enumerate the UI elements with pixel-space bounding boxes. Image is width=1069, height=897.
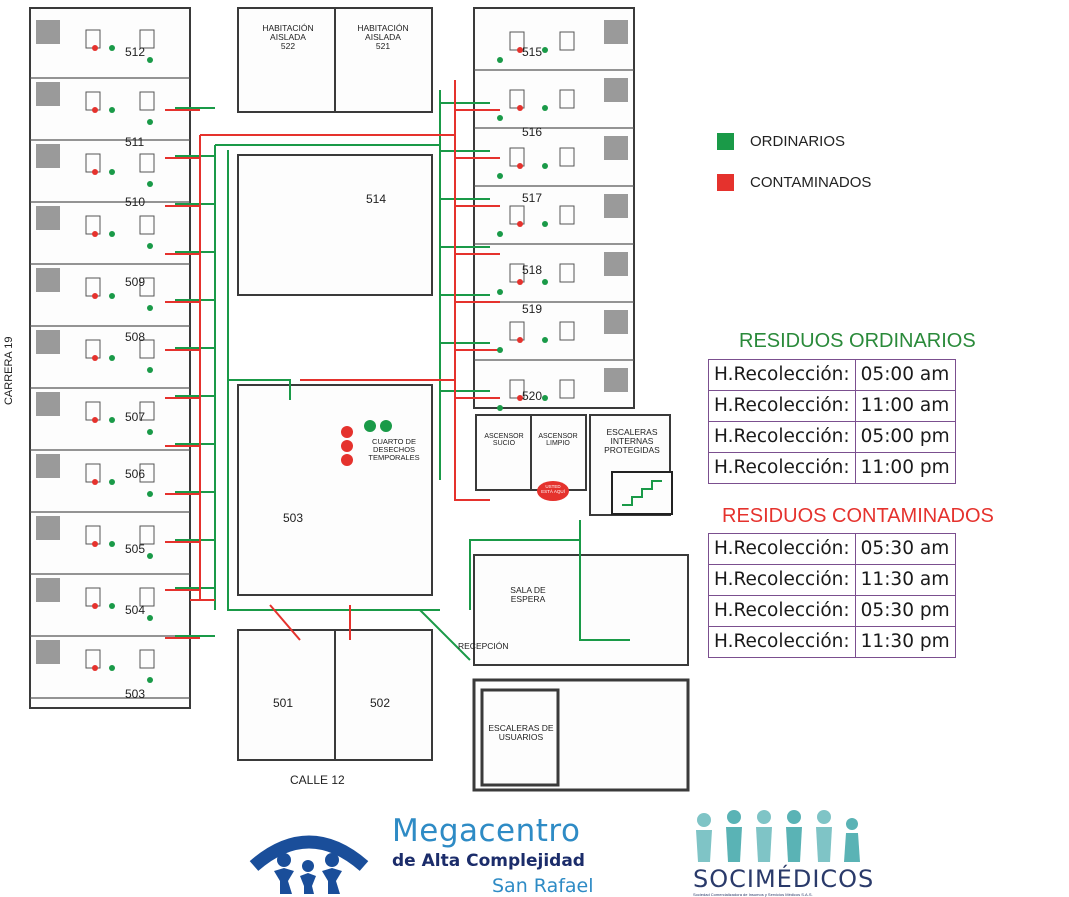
street-carrera-19: CARRERA 19 xyxy=(3,336,16,406)
internal-stairs-label: ESCALERAS INTERNAS PROTEGIDAS xyxy=(604,427,660,455)
schedule-row: H.Recolección:05:00 am xyxy=(708,359,956,391)
floor-plan xyxy=(29,7,690,792)
room-label-515: 515 xyxy=(522,45,543,59)
schedule-row: H.Recolección:11:30 pm xyxy=(708,626,956,658)
red-swatch-icon xyxy=(717,174,734,191)
clean-elevator-label: ASCENSOR LIMPIO xyxy=(538,433,578,448)
ordinarios-schedule-title: RESIDUOS ORDINARIOS xyxy=(739,330,976,352)
schedule-time: 05:00 am xyxy=(854,359,956,391)
schedule-label: H.Recolección: xyxy=(708,626,856,658)
you-are-here-label: USTED ESTÁ AQUÍ xyxy=(541,484,565,494)
room-label-510: 510 xyxy=(125,195,146,209)
schedule-time: 11:00 pm xyxy=(854,452,956,484)
room-label-520: 520 xyxy=(522,389,543,403)
schedule-time: 05:00 pm xyxy=(854,421,956,453)
schedule-row: H.Recolección:05:30 am xyxy=(708,533,956,565)
room-label-508: 508 xyxy=(125,330,146,344)
room-503-center-label: 503 xyxy=(283,511,304,525)
room-label-507: 507 xyxy=(125,410,146,424)
megacentro-logo-line2: de Alta Complejidad xyxy=(392,851,585,871)
schedule-row: H.Recolección:05:30 pm xyxy=(708,595,956,627)
schedule-label: H.Recolección: xyxy=(708,390,856,422)
schedule-row: H.Recolección:05:00 pm xyxy=(708,421,956,453)
room-label-506: 506 xyxy=(125,467,146,481)
contaminados-schedule-title: RESIDUOS CONTAMINADOS xyxy=(722,505,994,527)
schedule-row: H.Recolección:11:00 pm xyxy=(708,452,956,484)
isolation-room-521-number: 521 xyxy=(375,40,391,51)
socimedicos-subtitle: Sociedad Comercializadora de Insumos y S… xyxy=(693,892,813,897)
room-514-label: 514 xyxy=(366,192,387,206)
schedule-time: 11:30 am xyxy=(854,564,956,596)
people-figures-icon xyxy=(696,810,860,862)
schedule-label: H.Recolección: xyxy=(708,595,856,627)
schedule-row: H.Recolección:11:00 am xyxy=(708,390,956,422)
reception-label: RECEPCIÓN xyxy=(458,641,509,651)
schedule-label: H.Recolección: xyxy=(708,564,856,596)
megacentro-logo-line1: Megacentro xyxy=(392,813,581,849)
green-swatch-icon xyxy=(717,133,734,150)
room-501-label: 501 xyxy=(273,696,294,710)
room-label-518: 518 xyxy=(522,263,543,277)
schedule-time: 11:00 am xyxy=(854,390,956,422)
schedule-row: H.Recolección:11:30 am xyxy=(708,564,956,596)
room-label-505: 505 xyxy=(125,542,146,556)
legend-contaminados: CONTAMINADOS xyxy=(717,174,871,191)
street-calle-12: CALLE 12 xyxy=(290,773,345,787)
isolation-room-521: HABITACIÓN AISLADA 521 xyxy=(339,24,427,51)
megacentro-logo: Megacentro de Alta Complejidad San Rafae… xyxy=(392,813,642,897)
room-502-label: 502 xyxy=(370,696,391,710)
megacentro-logo-line3: San Rafael xyxy=(492,875,594,897)
schedule-time: 05:30 am xyxy=(854,533,956,565)
waiting-room-label: SALA DE ESPERA xyxy=(510,585,546,604)
legend-ordinarios-label: ORDINARIOS xyxy=(750,133,846,150)
isolation-room-522: HABITACIÓN AISLADA 522 xyxy=(244,24,332,51)
room-label-519: 519 xyxy=(522,302,543,316)
family-logo-icon xyxy=(249,835,369,894)
room-label-517: 517 xyxy=(522,191,543,205)
room-label-503: 503 xyxy=(125,687,146,701)
schedule-label: H.Recolección: xyxy=(708,359,856,391)
user-stairs-label: ESCALERAS DE USUARIOS xyxy=(488,723,554,742)
room-label-509: 509 xyxy=(125,275,146,289)
room-label-512: 512 xyxy=(125,45,146,59)
room-label-511: 511 xyxy=(125,135,145,149)
schedule-label: H.Recolección: xyxy=(708,421,856,453)
legend-contaminados-label: CONTAMINADOS xyxy=(750,174,872,191)
socimedicos-name: SOCIMÉDICOS xyxy=(693,865,875,893)
socimedicos-logo: SOCIMÉDICOS Sociedad Comercializadora de… xyxy=(676,810,876,897)
schedule-label: H.Recolección: xyxy=(708,452,856,484)
dirty-elevator-label: ASCENSOR SUCIO xyxy=(484,433,524,448)
schedule-time: 05:30 pm xyxy=(854,595,956,627)
schedule-time: 11:30 pm xyxy=(854,626,956,658)
room-label-504: 504 xyxy=(125,603,146,617)
schedule-label: H.Recolección: xyxy=(708,533,856,565)
legend-ordinarios: ORDINARIOS xyxy=(717,133,845,150)
isolation-room-522-title: HABITACIÓN AISLADA xyxy=(262,23,314,42)
isolation-room-521-title: HABITACIÓN AISLADA xyxy=(357,23,409,42)
isolation-room-522-number: 522 xyxy=(280,40,296,51)
room-label-516: 516 xyxy=(522,125,543,139)
waste-room-label: CUARTO DE DESECHOS TEMPORALES xyxy=(368,437,420,462)
